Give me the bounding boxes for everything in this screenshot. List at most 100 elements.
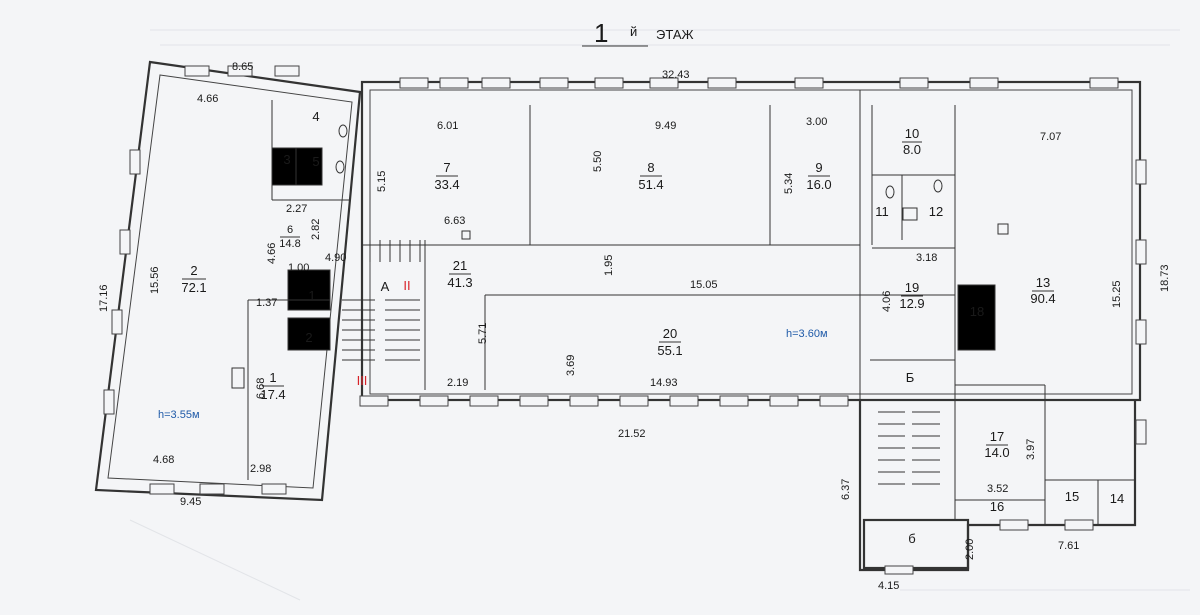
svg-text:21: 21 <box>453 258 467 273</box>
svg-text:90.4: 90.4 <box>1030 291 1055 306</box>
svg-text:13: 13 <box>1036 275 1050 290</box>
window-mark <box>149 483 175 495</box>
window-mark <box>884 565 914 575</box>
svg-text:12.9: 12.9 <box>899 296 924 311</box>
window-mark <box>669 395 699 407</box>
stair-letter-b-small: б <box>908 531 915 546</box>
window-mark <box>103 389 115 415</box>
window-mark <box>569 395 599 407</box>
room-label-20: 20 55.1 <box>657 326 682 358</box>
svg-text:17.4: 17.4 <box>260 387 285 402</box>
window-mark <box>481 77 511 89</box>
window-mark <box>261 483 287 495</box>
window-mark <box>199 483 225 495</box>
toilet-icon <box>933 179 943 193</box>
room-label-18: 18 <box>970 304 984 319</box>
svg-text:8: 8 <box>647 160 654 175</box>
dim-label: 7.61 <box>1058 540 1079 552</box>
svg-text:55.1: 55.1 <box>657 343 682 358</box>
column-marker <box>997 223 1009 235</box>
dim-label: 4.66 <box>197 93 218 105</box>
room-label-6: 6 14.8 <box>279 224 300 250</box>
floor-label: ЭТАЖ <box>656 27 694 42</box>
dim-label: 18.73 <box>1159 264 1171 292</box>
window-mark <box>899 77 929 89</box>
svg-text:16.0: 16.0 <box>806 177 831 192</box>
room-label-10: 10 8.0 <box>903 126 921 157</box>
dim-label: 6.63 <box>444 215 465 227</box>
dim-label: 4.06 <box>881 291 893 312</box>
window-mark <box>1135 239 1147 265</box>
svg-text:41.3: 41.3 <box>447 275 472 290</box>
main-block-outline <box>360 80 1142 402</box>
window-mark <box>359 395 389 407</box>
background-sketch <box>129 29 1190 601</box>
height-left: h=3.55м <box>158 409 200 421</box>
svg-text:14.8: 14.8 <box>279 238 300 250</box>
left-wing-inner <box>107 74 353 489</box>
room-label-3: 3 <box>283 152 290 167</box>
column-marker <box>461 230 471 240</box>
room-label-2: 2 72.1 <box>181 263 206 295</box>
window-mark <box>1135 159 1147 185</box>
dim-label: 3.00 <box>806 116 827 128</box>
dim-label: 3.69 <box>565 355 577 376</box>
dim-label: 17.16 <box>98 284 110 312</box>
window-mark <box>439 77 469 89</box>
svg-text:9: 9 <box>815 160 822 175</box>
dimension-labels: 8.65 32.43 4.66 6.01 9.49 3.00 7.07 15.5… <box>98 61 1171 592</box>
height-center: h=3.60м <box>786 328 828 340</box>
dim-label: 2.27 <box>286 203 307 215</box>
dim-label: 2.98 <box>250 463 271 475</box>
room-label-11: 11 <box>875 204 889 219</box>
window-mark <box>999 519 1029 531</box>
area-fraction-bars <box>182 141 1054 446</box>
stair-letter-b: Б <box>906 370 915 385</box>
stair-hatching <box>342 240 940 485</box>
stair-mark-ii: II <box>403 278 410 293</box>
dim-label: 15.56 <box>149 266 161 294</box>
floor-number: 1 <box>594 18 608 48</box>
dim-label: 4.66 <box>266 243 278 264</box>
dim-label: 8.65 <box>232 61 253 73</box>
window-mark <box>1135 319 1147 345</box>
svg-text:2: 2 <box>190 263 197 278</box>
toilet-icon <box>338 124 348 138</box>
window-mark <box>1135 419 1147 445</box>
dim-label: 15.25 <box>1111 280 1123 308</box>
stair-labels: А Б б II III <box>357 278 916 546</box>
dim-label: 3.18 <box>916 252 937 264</box>
room-label-5: 5 <box>312 154 319 169</box>
dim-label: 1.37 <box>256 297 277 309</box>
dim-label: 7.07 <box>1040 131 1061 143</box>
dim-label: 2.19 <box>447 377 468 389</box>
room-labels: 1 17.4 1 2 72.1 2 3 4 5 6 14.8 7 33.4 8 … <box>181 109 1124 514</box>
window-mark <box>539 77 569 89</box>
room-b-small-outline <box>862 518 970 570</box>
dim-label: 5.50 <box>592 151 604 172</box>
left-wing-outline <box>94 60 362 502</box>
stair-mark-iii: III <box>357 373 368 388</box>
window-mark <box>1064 519 1094 531</box>
svg-text:8.0: 8.0 <box>903 142 921 157</box>
room-label-21: 21 41.3 <box>447 258 472 290</box>
dim-label: 32.43 <box>662 69 690 81</box>
room-label-17: 17 14.0 <box>984 429 1009 460</box>
dim-label: 15.05 <box>690 279 718 291</box>
room-label-15: 15 <box>1065 489 1079 504</box>
floor-title: 1 й ЭТАЖ <box>582 18 694 48</box>
window-mark <box>649 77 679 89</box>
window-mark <box>274 65 300 77</box>
room-label-16: 16 <box>990 499 1004 514</box>
svg-text:10: 10 <box>905 126 919 141</box>
svg-text:14.0: 14.0 <box>984 445 1009 460</box>
dim-label: 14.93 <box>650 377 678 389</box>
window-mark <box>399 77 429 89</box>
dim-label: 4.68 <box>153 454 174 466</box>
room-label-4: 4 <box>312 109 319 124</box>
window-mark <box>184 65 210 77</box>
window-mark <box>227 65 253 77</box>
room-label-8: 8 51.4 <box>638 160 663 192</box>
dim-label: 2.82 <box>310 219 322 240</box>
